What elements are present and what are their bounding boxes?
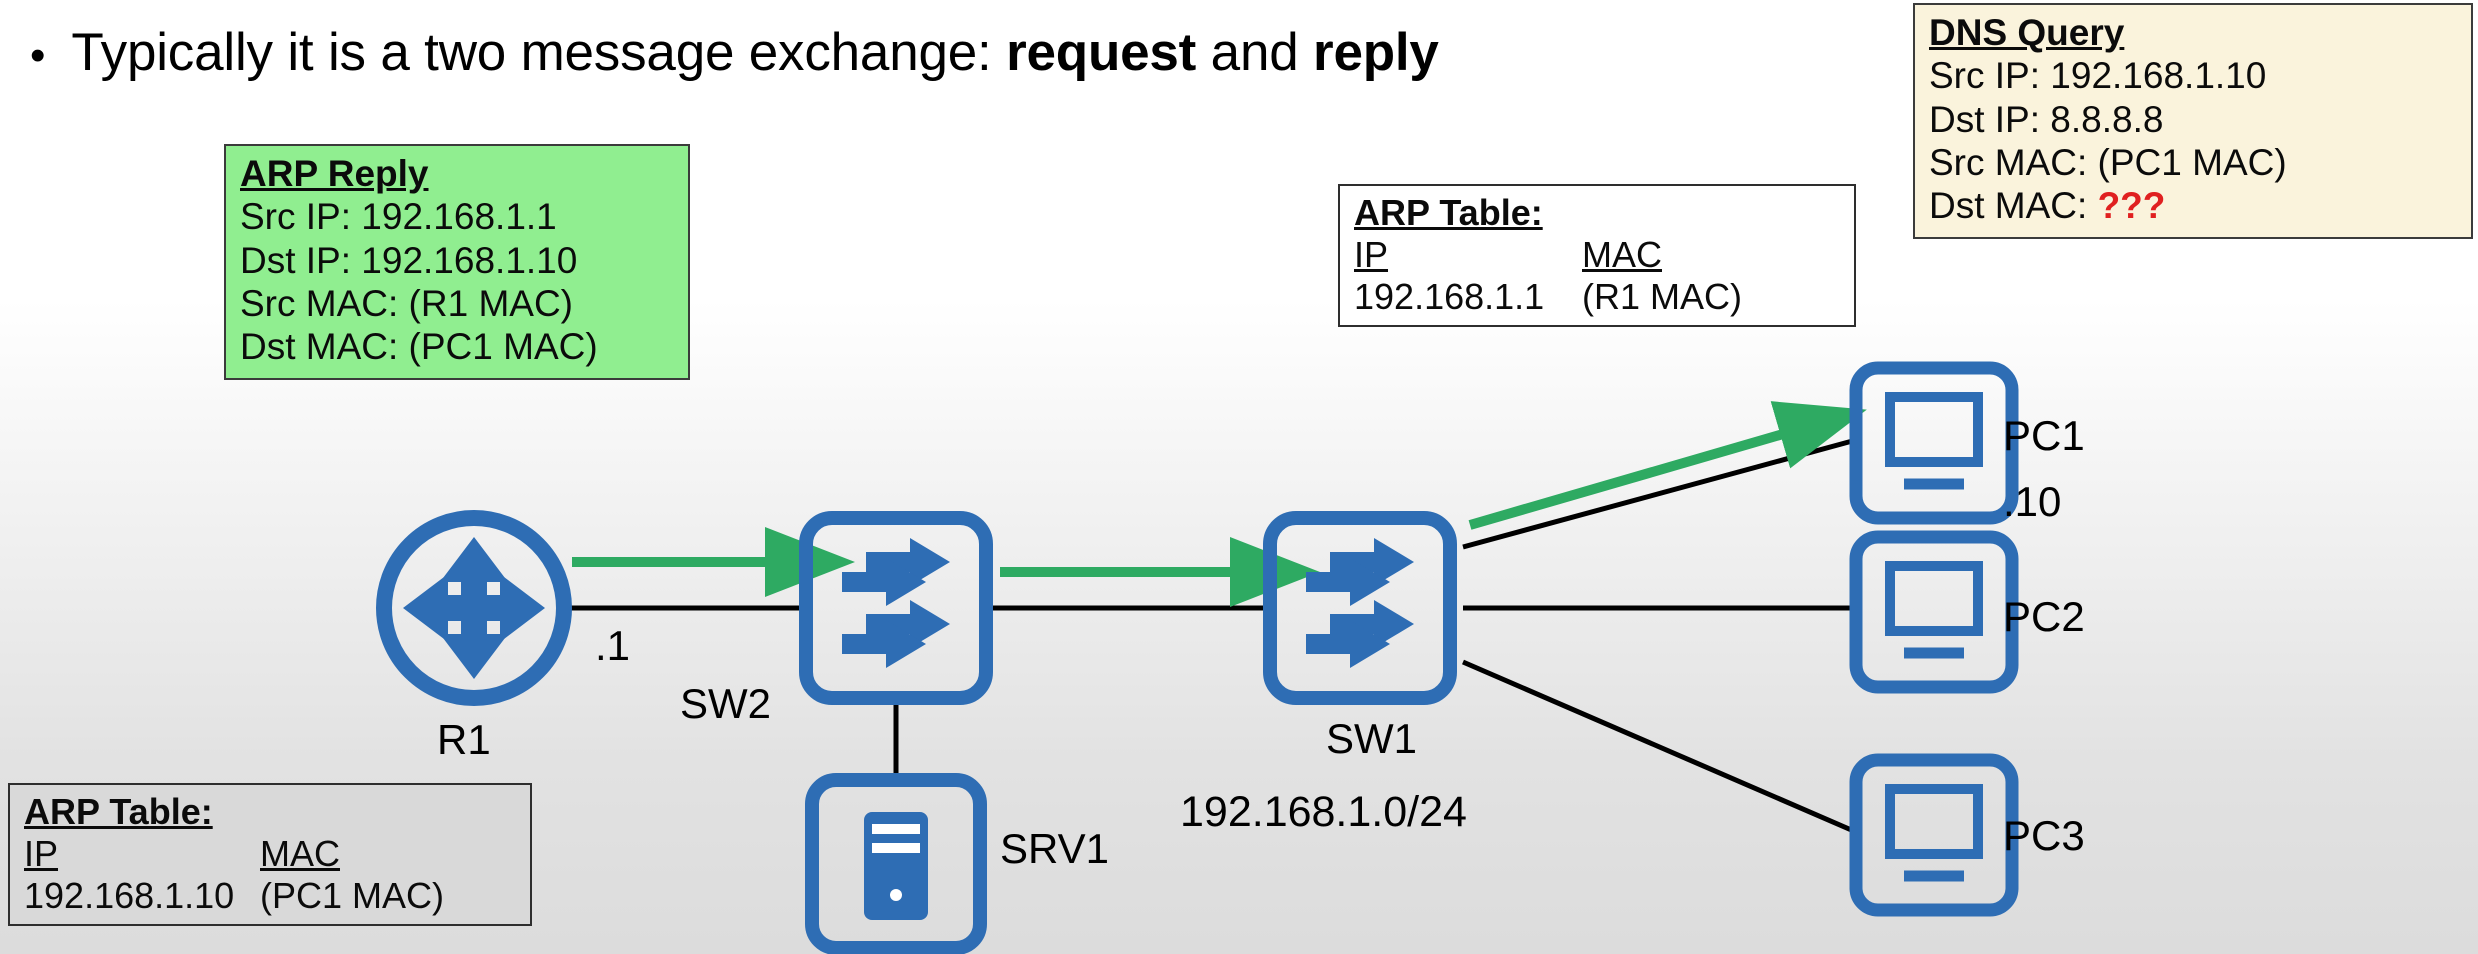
arp-table-lower-header-ip: IP <box>24 832 59 874</box>
device-label-pc1: PC1 <box>2003 412 2085 459</box>
server-body-srv1 <box>805 773 987 954</box>
ip-label-pc1: .10 <box>2003 478 2062 525</box>
arp-table-lower: ARP Table: IP MAC 192.168.1.10 (PC1 MAC) <box>8 783 532 927</box>
device-label-pc3: PC3 <box>2003 812 2085 859</box>
switch-arrow-left-bottom-icon-sw2 <box>842 620 926 668</box>
arp-table-upper-header: IP MAC <box>1354 234 1842 276</box>
arp-reply-src-mac: Src MAC: (R1 MAC) <box>240 282 573 324</box>
flow-arrows <box>572 401 1867 607</box>
ip-label-r1: .1 <box>595 622 631 669</box>
switch-arrow-left-top-icon-sw1 <box>1306 558 1390 606</box>
arp-table-upper-header-mac: MAC <box>1582 233 1662 275</box>
pc-body-pc2 <box>1849 530 2019 694</box>
device-pc2[interactable] <box>1849 530 2019 694</box>
dns-query-dst-mac-row: Dst MAC: ??? <box>1929 184 2459 227</box>
dns-query-callout: DNS Query Src IP: 192.168.1.10 Dst IP: 8… <box>1913 3 2473 240</box>
subnet-label: 192.168.1.0/24 <box>1180 788 1467 836</box>
pc-screen-icon-pc2 <box>1885 561 1983 636</box>
router-circle <box>376 510 572 706</box>
bullet-text: Typically it is a two message exchange: … <box>71 22 1439 83</box>
router-arrow-down-icon <box>440 600 508 679</box>
bullet-text-part-3: and <box>1196 23 1314 82</box>
device-pc3[interactable] <box>1849 753 2019 917</box>
device-srv1-server[interactable] <box>805 773 987 954</box>
pc-screen-icon-pc1 <box>1885 392 1983 467</box>
router-arrow-left-icon <box>466 574 545 642</box>
dns-query-src-ip: Src IP: 192.168.1.10 <box>1929 55 2267 97</box>
switch-arrow-left-top-icon-sw2 <box>842 558 926 606</box>
server-slot-1-icon <box>872 824 920 834</box>
link-sw1-pc3 <box>1462 659 1857 835</box>
arp-table-lower-title: ARP Table: <box>24 791 213 832</box>
switch-arrow-right-top-icon-sw1 <box>1330 538 1414 586</box>
arp-table-lower-header-mac: MAC <box>260 832 340 874</box>
switch-body-sw2 <box>799 511 993 705</box>
bullet-text-part-4: reply <box>1313 23 1439 82</box>
dns-query-dst-mac-label: Dst MAC: <box>1929 185 2098 227</box>
pc-body-pc1 <box>1849 361 2019 525</box>
switch-arrow-right-bottom-icon-sw1 <box>1330 600 1414 648</box>
arp-reply-dst-ip: Dst IP: 192.168.1.10 <box>240 239 578 281</box>
arp-table-upper-title: ARP Table: <box>1354 192 1543 233</box>
arp-reply-src-ip: Src IP: 192.168.1.1 <box>240 196 557 238</box>
switch-arrow-left-bottom-icon-sw1 <box>1306 620 1390 668</box>
bullet-marker: • <box>30 31 46 80</box>
arp-reply-dst-mac: Dst MAC: (PC1 MAC) <box>240 326 598 368</box>
device-label-pc2: PC2 <box>2003 593 2085 640</box>
device-label-r1: R1 <box>437 716 491 763</box>
router-arrow-right-icon <box>403 574 482 642</box>
switch-body-sw1 <box>1263 511 1457 705</box>
device-sw2-switch[interactable] <box>799 511 993 705</box>
switch-arrow-right-bottom-icon-sw2 <box>866 600 950 648</box>
bullet-text-part-2: request <box>1006 23 1197 82</box>
arp-table-upper: ARP Table: IP MAC 192.168.1.1 (R1 MAC) <box>1338 184 1856 328</box>
arp-table-lower-row-ip: 192.168.1.10 <box>24 874 235 916</box>
server-led-icon <box>890 889 902 901</box>
device-pc1[interactable] <box>1849 361 2019 525</box>
arp-table-upper-row-ip: 192.168.1.1 <box>1354 275 1545 317</box>
pc-body-pc3 <box>1849 753 2019 917</box>
switch-arrow-right-top-icon-sw2 <box>866 538 950 586</box>
arp-reply-title: ARP Reply <box>240 153 429 194</box>
dns-query-dst-mac-unknown: ??? <box>2097 185 2166 227</box>
bullet-text-part-1: Typically it is a two message exchange: <box>71 23 1007 82</box>
pc-screen-icon-pc3 <box>1885 784 1983 859</box>
device-sw1-switch[interactable] <box>1263 511 1457 705</box>
device-label-srv1: SRV1 <box>1000 825 1109 872</box>
arp-table-upper-row: 192.168.1.1 (R1 MAC) <box>1354 276 1842 318</box>
device-label-sw2: SW2 <box>680 680 772 727</box>
router-arrow-up-icon <box>440 537 508 616</box>
arp-table-lower-row-mac: (PC1 MAC) <box>260 874 445 916</box>
arp-table-upper-row-mac: (R1 MAC) <box>1582 275 1742 317</box>
device-label-sw1: SW1 <box>1326 715 1418 762</box>
arp-table-lower-header: IP MAC <box>24 833 518 875</box>
device-r1-router[interactable] <box>376 510 572 706</box>
dns-query-dst-ip: Dst IP: 8.8.8.8 <box>1929 98 2164 140</box>
link-sw1-pc1 <box>1462 437 1857 550</box>
flow-arrow-sw1-pc1 <box>1468 401 1867 530</box>
dns-query-title: DNS Query <box>1929 12 2125 53</box>
dns-query-src-mac: Src MAC: (PC1 MAC) <box>1929 141 2287 183</box>
server-slot-2-icon <box>872 843 920 853</box>
link-lines <box>565 437 1857 835</box>
arp-reply-callout: ARP Reply Src IP: 192.168.1.1 Dst IP: 19… <box>224 144 690 381</box>
server-tower-icon <box>864 812 928 920</box>
arp-table-upper-header-ip: IP <box>1354 233 1389 275</box>
arp-table-lower-row: 192.168.1.10 (PC1 MAC) <box>24 875 518 917</box>
bullet-line: • Typically it is a two message exchange… <box>30 22 1439 83</box>
